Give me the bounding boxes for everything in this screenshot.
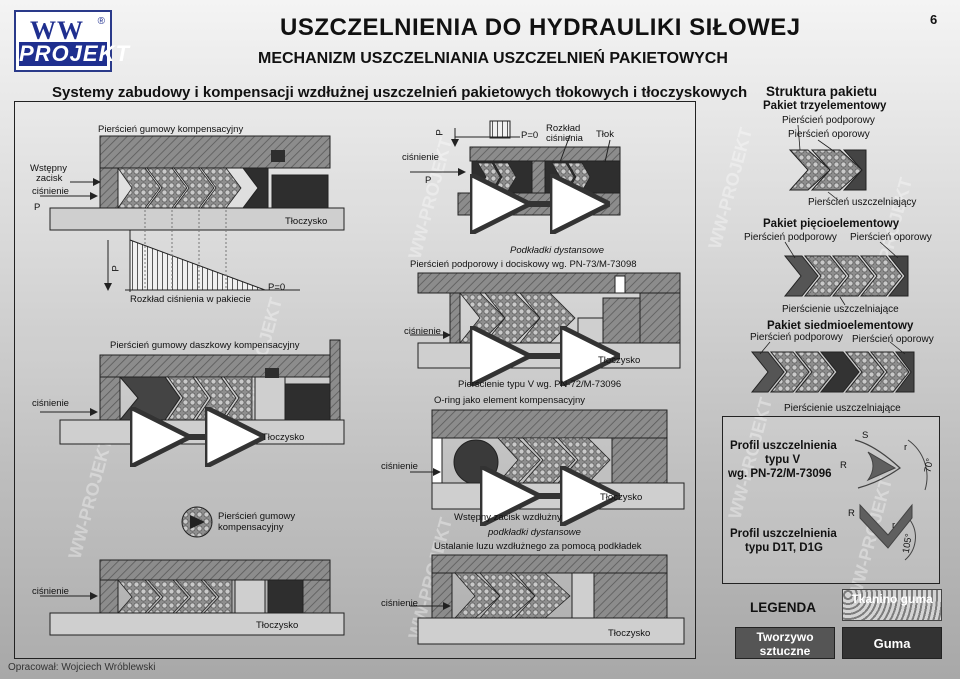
label-profile-d-1: Profil uszczelnienia: [730, 528, 837, 540]
label-axial-clamp: Wstępny zacisk wzdłużny: [454, 512, 562, 523]
pack-three-element: [788, 149, 867, 191]
logo-ww: WW: [30, 16, 84, 45]
author-credit: Opracował: Wojciech Wróblewski: [8, 662, 156, 673]
label-profile-v-S: S: [862, 430, 869, 441]
label-rod-3: Tłoczysko: [256, 620, 299, 631]
label-p-axis-1: P: [110, 265, 122, 272]
label-pack-structure: Struktura pakietu: [766, 84, 878, 99]
label-p0-2: P=0: [521, 130, 539, 141]
diagram-middle-3: [410, 409, 685, 509]
pack-seven-element: [750, 351, 915, 393]
label-pressure-3: ciśnienie: [32, 586, 69, 597]
profile-box: [722, 416, 940, 584]
label-profile-d-2: typu D1T, D1G: [745, 542, 823, 554]
profile-d-drawing: [859, 503, 916, 561]
label-profile-v-3: wg. PN-72/M-73096: [728, 468, 832, 480]
label-rod-2: Tłoczysko: [262, 432, 305, 443]
label-seven-support: Pierścień podporowy: [750, 332, 843, 343]
diagram-left-1: [40, 135, 345, 292]
diagram-middle-4: [410, 554, 685, 645]
label-roof-ring: Pierścień gumowy daszkowy kompensacyjny: [110, 340, 300, 351]
label-pressure-1: ciśnienie: [32, 186, 69, 197]
label-seven-sealing: Pierścienie uszczelniające: [784, 403, 901, 414]
label-profile-v-R: R: [840, 460, 847, 471]
label-rozklad-2: ciśnienia: [546, 133, 583, 144]
label-three-pack: Pakiet trzyelementowy: [763, 100, 887, 112]
label-profile-v-r: r: [904, 442, 908, 453]
label-piston: Tłok: [596, 129, 614, 140]
label-compensating-ring: Pierścień gumowy kompensacyjny: [98, 124, 244, 135]
label-pressure-2: ciśnienie: [32, 398, 69, 409]
diagram-left-2: [40, 339, 345, 444]
label-seven-pack: Pakiet siedmioelementowy: [767, 320, 914, 332]
diagram-middle-2: [410, 272, 681, 368]
legend-fabric-rubber: Tkanino guma: [842, 589, 942, 621]
label-pressure-7: ciśnienie: [381, 598, 418, 609]
label-spacers-1: Podkładki dystansowe: [510, 245, 604, 256]
label-rod-5: Tłoczysko: [600, 492, 643, 503]
section-title: Systemy zabudowy i kompensacji wzdłużnej…: [52, 84, 748, 101]
label-oring: O-ring jako element kompensacyjny: [434, 395, 586, 406]
label-seven-thrust: Pierścień oporowy: [852, 334, 934, 345]
label-pressure-distribution: Rozkład ciśnienia w pakiecie: [130, 294, 251, 305]
label-three-sealing: Pierścień uszczelniający: [808, 197, 917, 208]
label-p0-1: P=0: [268, 282, 286, 293]
logo-registered: ®: [97, 16, 105, 27]
page-title: USZCZELNIENIA DO HYDRAULIKI SIŁOWEJ: [280, 14, 801, 41]
diagram-left-3: [40, 506, 345, 636]
label-p-axis-2: P: [434, 129, 446, 136]
label-profile-d-R: R: [848, 508, 855, 519]
label-rubber-ring-2: kompensacyjny: [218, 522, 284, 533]
label-pressure-5: ciśnienie: [404, 326, 441, 337]
label-rod-6: Tłoczysko: [608, 628, 651, 639]
label-p-1: P: [34, 202, 41, 213]
label-p-2: P: [425, 175, 432, 186]
label-rod-4: Tłoczysko: [598, 355, 641, 366]
pack-five-element: [783, 255, 909, 297]
page-number: 6: [930, 12, 938, 27]
label-pressure-4: ciśnienie: [402, 152, 439, 163]
label-spacers-2: podkładki dystansowe: [488, 527, 581, 538]
leader-lines: [759, 124, 906, 355]
label-v-rings: Pierścienie typu V wg. PN-72/M-73096: [458, 379, 622, 390]
label-rozklad-1: Rozkład: [546, 123, 581, 134]
label-clearance: Ustalanie luzu wzdłużnego za pomocą podk…: [434, 541, 642, 552]
label-five-sealing: Pierścienie uszczelniające: [782, 304, 899, 315]
label-three-thrust: Pierścień oporowy: [788, 129, 870, 140]
label-rod-1: Tłoczysko: [285, 216, 328, 227]
label-five-thrust: Pierścień oporowy: [850, 232, 932, 243]
legend-plastic-label: Tworzywo sztuczne: [756, 630, 814, 658]
label-wstepny: Wstępny: [30, 163, 67, 174]
label-profile-v-2: typu V: [765, 454, 801, 466]
diagram-middle-1: [410, 120, 621, 215]
label-profile-v-1: Profil uszczelnienia: [730, 440, 837, 452]
label-profile-d-r: r: [892, 520, 896, 531]
legend-rubber: Guma: [842, 627, 942, 659]
legend-fabric-rubber-label: Tkanino guma: [851, 592, 933, 606]
legend-title: LEGENDA: [750, 600, 817, 615]
legend-plastic: Tworzywo sztuczne: [735, 627, 835, 659]
page-subtitle: MECHANIZM USZCZELNIANIA USZCZELNIEŃ PAKI…: [258, 50, 728, 67]
label-five-support: Pierścień podporowy: [744, 232, 837, 243]
label-pressure-6: ciśnienie: [381, 461, 418, 472]
logo: WW ® PROJEKT: [14, 10, 129, 72]
label-five-pack: Pakiet pięcioelementowy: [763, 218, 900, 230]
label-zacisk: zacisk: [36, 173, 63, 184]
label-support-ring: Pierścień podporowy i dociskowy wg. PN-7…: [410, 259, 637, 270]
profile-v-drawing: [854, 439, 928, 491]
label-rubber-ring-1: Pierścień gumowy: [218, 511, 296, 522]
legend-rubber-label: Guma: [873, 636, 911, 651]
label-three-support: Pierścień podporowy: [782, 115, 875, 126]
